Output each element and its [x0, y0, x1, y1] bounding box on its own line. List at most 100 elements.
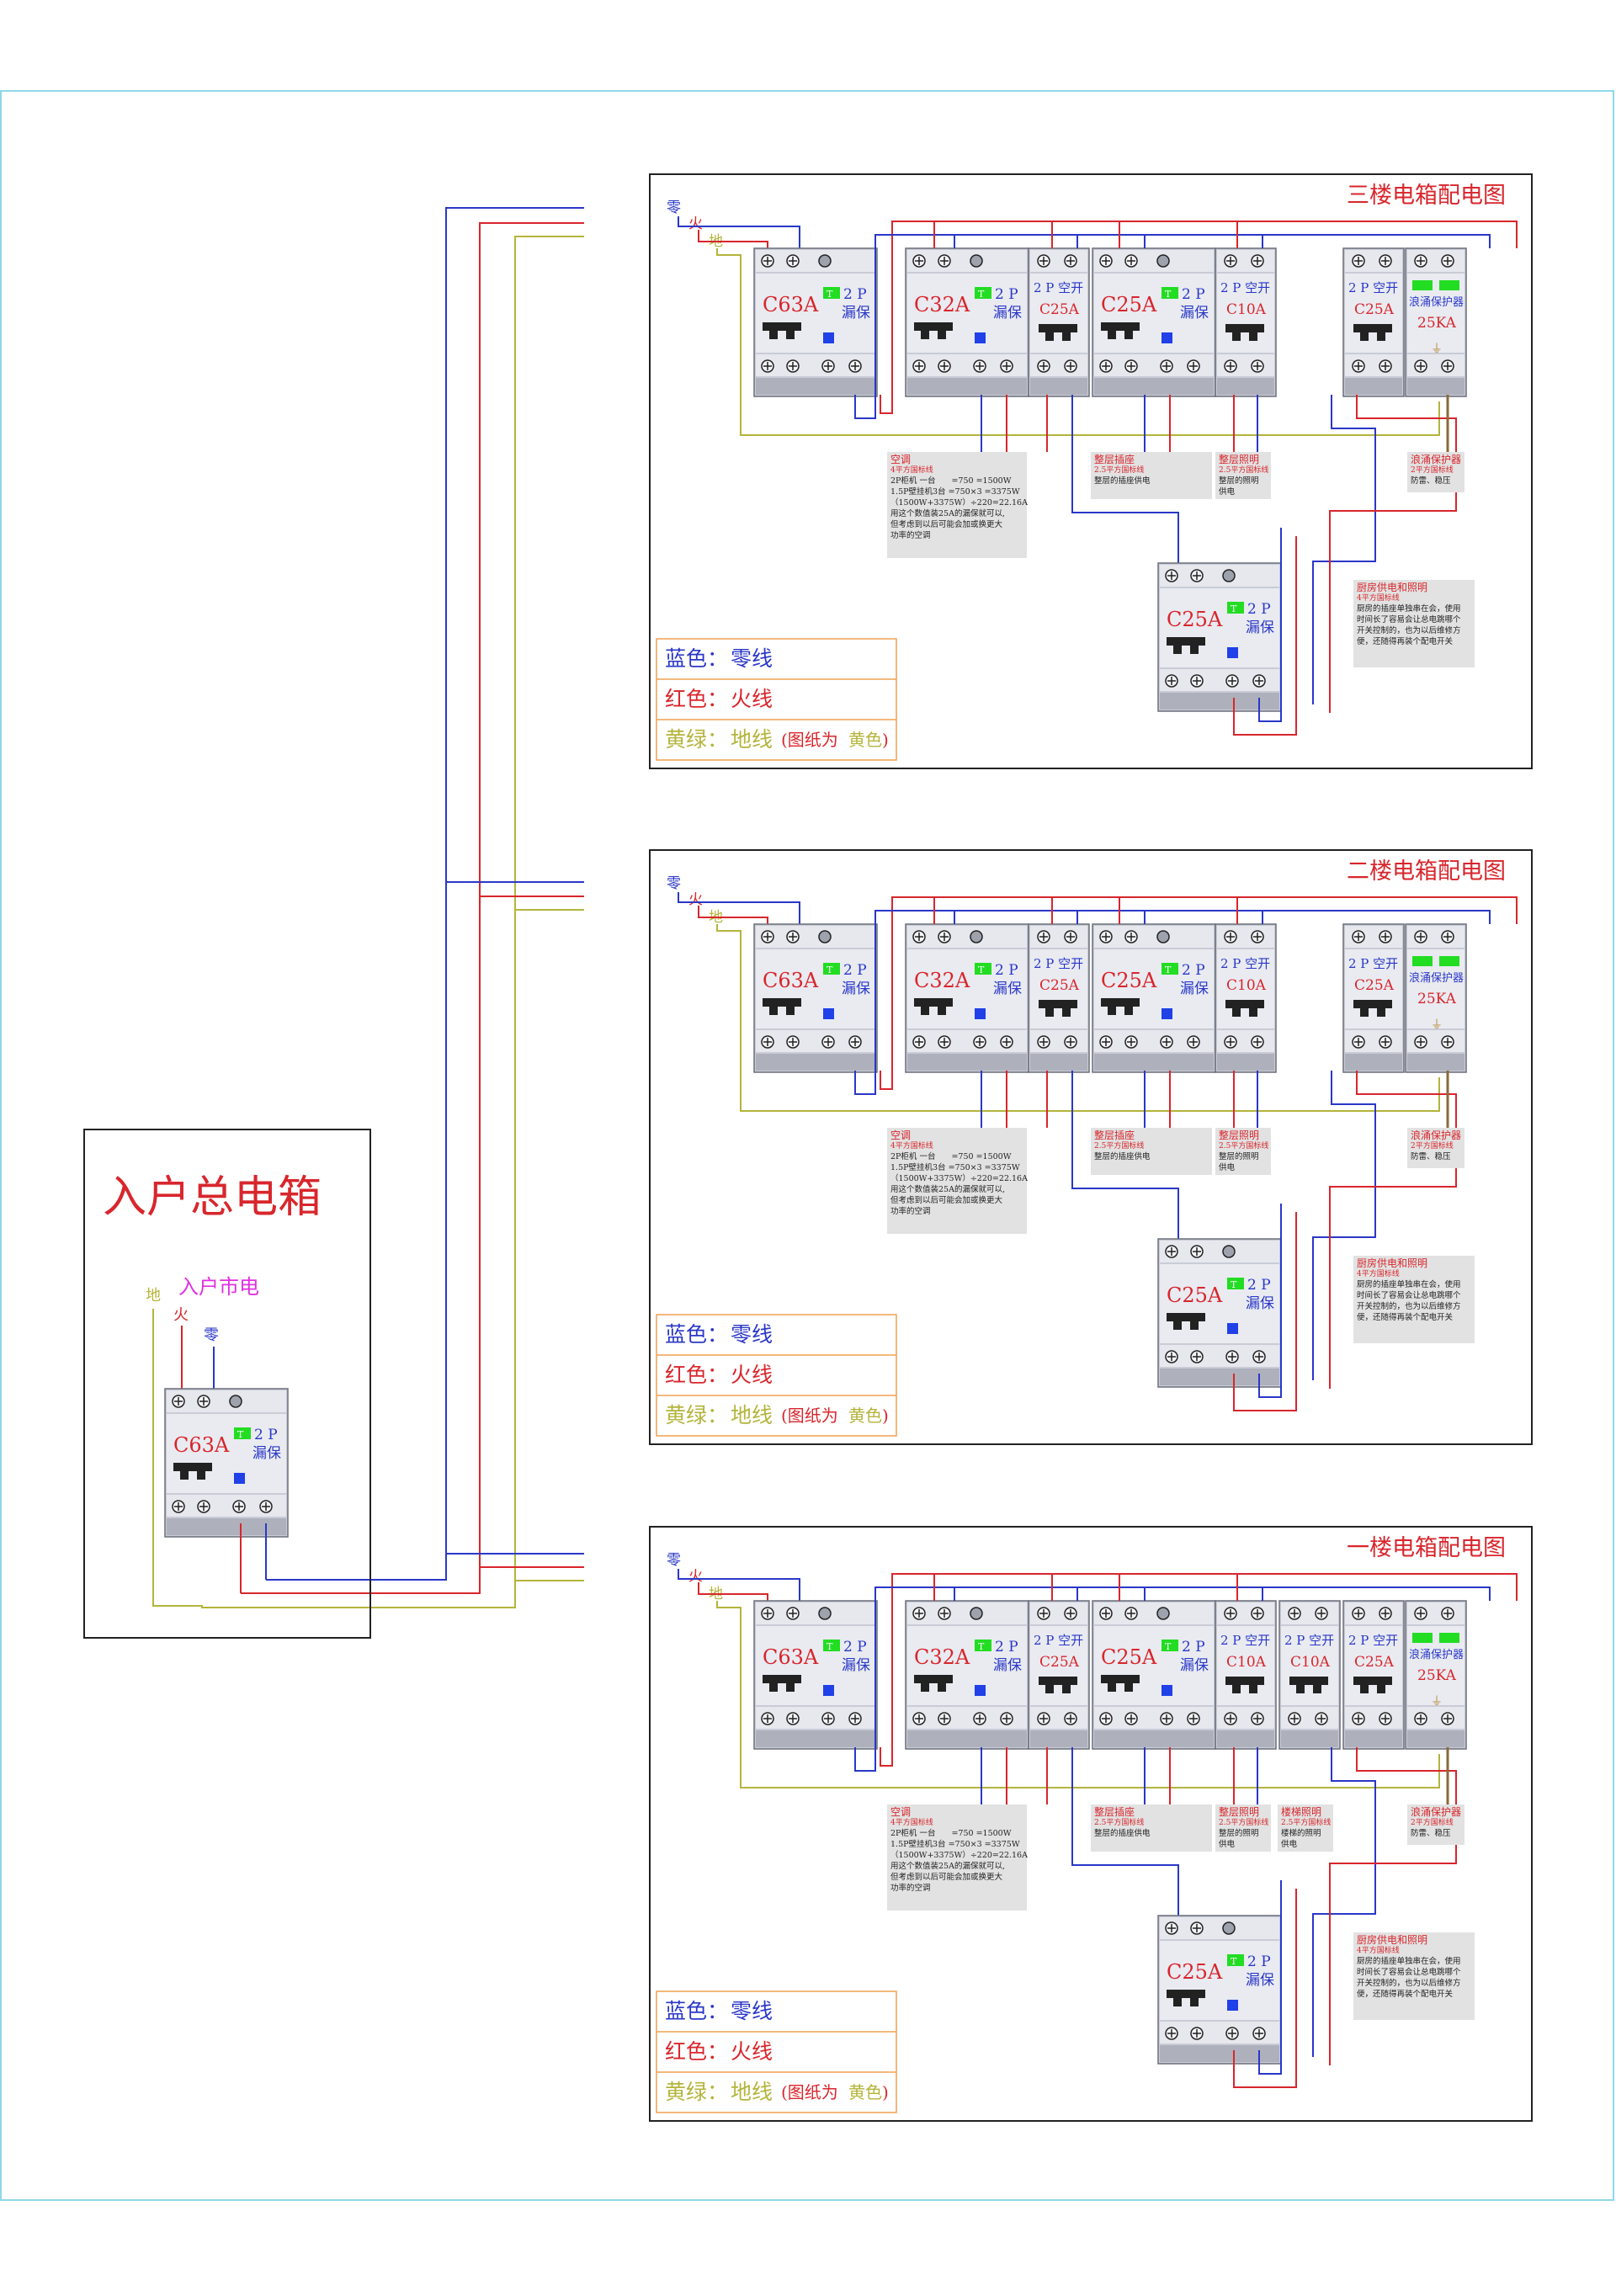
- din-clip: [1160, 693, 1279, 710]
- wire: [1071, 1747, 1179, 1927]
- breaker-toggle[interactable]: [1101, 998, 1140, 1015]
- toggle-tab: [938, 331, 946, 339]
- spd-window: [1412, 280, 1433, 290]
- test-button[interactable]: [1156, 930, 1170, 943]
- breaker-toggle[interactable]: [914, 998, 953, 1015]
- test-button[interactable]: [1156, 1607, 1170, 1620]
- terminal-screw: [1288, 1607, 1301, 1620]
- toggle-bar: [1101, 998, 1140, 1007]
- wire: [1312, 395, 1376, 704]
- breaker-rating: C10A: [1226, 977, 1267, 994]
- breaker-toggle[interactable]: [763, 322, 801, 339]
- breaker-toggle[interactable]: [914, 1675, 953, 1692]
- din-clip: [1217, 378, 1274, 395]
- circuit-note: 厨房供电和照明4平方国标线厨房的插座单独串在会，使用时间长了容易会让总电跳哪个开…: [1353, 580, 1475, 667]
- terminal-screw: [1251, 359, 1264, 373]
- terminal-screw: [1379, 359, 1392, 373]
- terminal-screw: [1414, 1035, 1427, 1049]
- wire-label-neutral: 零: [667, 1552, 681, 1569]
- front-face: [1217, 1626, 1274, 1705]
- note-subtitle: 4平方国标线: [1357, 1268, 1400, 1278]
- breaker-toggle[interactable]: [1101, 1675, 1140, 1692]
- terminal-screw: [1037, 359, 1050, 373]
- breaker-toggle[interactable]: [1101, 322, 1140, 339]
- terminal-screw: [1441, 1035, 1454, 1049]
- breaker-toggle[interactable]: [1289, 1677, 1328, 1693]
- note-line: 开关控制的，也为以后维修方: [1357, 1978, 1461, 1988]
- note-line: 便，还随得再装个配电开关: [1357, 1312, 1454, 1322]
- breaker-type: 漏保: [1180, 305, 1209, 322]
- toggle-tab: [1124, 331, 1133, 339]
- terminal-screw: [1165, 1245, 1178, 1258]
- breaker-toggle[interactable]: [1353, 1000, 1392, 1017]
- breaker-toggle[interactable]: [1225, 324, 1264, 341]
- note-line: 功率的空调: [890, 1883, 931, 1893]
- din-clip: [1094, 1054, 1214, 1071]
- front-face: [1345, 1626, 1402, 1705]
- test-button[interactable]: [1156, 254, 1170, 268]
- legend-blue-text: 零线: [731, 1999, 773, 2023]
- front-face: [1281, 1626, 1338, 1705]
- breaker-toggle[interactable]: [1225, 1000, 1264, 1017]
- test-button[interactable]: [229, 1395, 242, 1408]
- test-button[interactable]: [818, 1607, 832, 1620]
- breaker-toggle[interactable]: [914, 322, 953, 339]
- leakage-indicator-mark: T: [1231, 1956, 1237, 1967]
- wire: [1071, 395, 1179, 575]
- terminal-screw: [1124, 930, 1138, 943]
- test-button[interactable]: [818, 254, 832, 268]
- breaker-type: 漏保: [252, 1445, 281, 1462]
- terminal-screw: [1315, 1607, 1328, 1620]
- test-button[interactable]: [1222, 1245, 1236, 1258]
- breaker-toggle[interactable]: [1353, 324, 1392, 341]
- breaker-toggle[interactable]: [1039, 1000, 1077, 1017]
- terminal-screw: [973, 359, 986, 373]
- toggle-bar: [1353, 1000, 1392, 1008]
- note-line: 整层的插座供电: [1094, 1151, 1151, 1161]
- wire: [698, 230, 768, 248]
- breaker-toggle[interactable]: [1039, 324, 1077, 341]
- terminal-screw: [1224, 359, 1237, 373]
- front-face: [756, 1626, 875, 1705]
- breaker-toggle[interactable]: [1167, 637, 1205, 654]
- test-button[interactable]: [970, 930, 983, 943]
- terminal-strip: [756, 926, 875, 948]
- breaker-toggle[interactable]: [173, 1463, 212, 1480]
- breaker-toggle[interactable]: [763, 1675, 801, 1692]
- wire: [678, 216, 800, 248]
- test-button[interactable]: [1222, 569, 1236, 582]
- test-button[interactable]: [970, 254, 983, 268]
- leakage-indicator-mark: T: [978, 289, 985, 300]
- breaker-toggle[interactable]: [1039, 1677, 1077, 1693]
- breaker-poles: 2 P: [1182, 1639, 1205, 1656]
- breaker-rating: C25A: [1101, 969, 1157, 992]
- breaker-toggle[interactable]: [1353, 1677, 1392, 1693]
- test-button[interactable]: [970, 1607, 983, 1620]
- breaker-toggle[interactable]: [1225, 1677, 1264, 1693]
- color-legend: 蓝色：零线红色：火线黄绿：地线(图纸为黄色): [656, 1314, 897, 1437]
- wire: [880, 896, 1518, 1090]
- status-indicator: [975, 1685, 986, 1696]
- terminal-screw: [1124, 254, 1138, 268]
- breaker-toggle[interactable]: [1167, 1313, 1205, 1330]
- toggle-tab: [1108, 1683, 1116, 1692]
- toggle-tab: [1173, 1998, 1182, 2006]
- breaker-toggle[interactable]: [1167, 1990, 1205, 2006]
- din-clip: [167, 1518, 286, 1535]
- toggle-bar: [914, 322, 953, 331]
- breaker-toggle[interactable]: [763, 998, 801, 1015]
- breaker-rating: C10A: [1226, 1654, 1267, 1671]
- test-button[interactable]: [818, 930, 832, 943]
- front-face: [907, 949, 1027, 1028]
- test-button[interactable]: [1222, 1921, 1236, 1935]
- terminal-screw: [1441, 254, 1454, 268]
- leakage-indicator-mark: T: [827, 289, 833, 300]
- spd-rating: 25KA: [1417, 991, 1457, 1007]
- toggle-bar: [1225, 1677, 1264, 1685]
- note-background: [887, 452, 1027, 558]
- toggle-bar: [1039, 1677, 1077, 1685]
